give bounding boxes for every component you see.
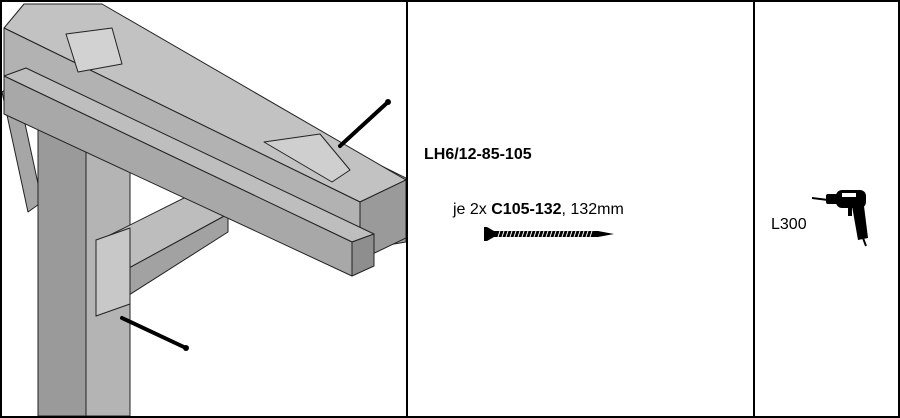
lower-screw <box>120 316 188 350</box>
screw-code: C105-132 <box>491 201 562 218</box>
part-code: LH6/12-85-105 <box>424 146 532 163</box>
upper-screw-head <box>385 99 391 105</box>
hanger-plate-bottom <box>263 133 351 183</box>
screw-length: , 132mm <box>561 201 624 218</box>
column-divider-2 <box>753 0 755 418</box>
post-plate <box>95 227 131 317</box>
lower-screw-head <box>183 345 189 351</box>
screw-icon <box>484 226 618 247</box>
timber-frame-drawing <box>2 3 406 416</box>
tool-label: L300 <box>771 216 807 233</box>
column-divider-1 <box>406 0 408 418</box>
screw-spec: je 2x C105-132, 132mm <box>453 201 624 219</box>
upper-screw <box>338 100 390 148</box>
screw-quantity: je 2x <box>453 201 492 218</box>
assembly-illustration <box>2 2 406 416</box>
front-rafter-end <box>351 233 375 277</box>
hanger-plate-top <box>65 27 123 73</box>
drill-icon <box>811 180 872 253</box>
